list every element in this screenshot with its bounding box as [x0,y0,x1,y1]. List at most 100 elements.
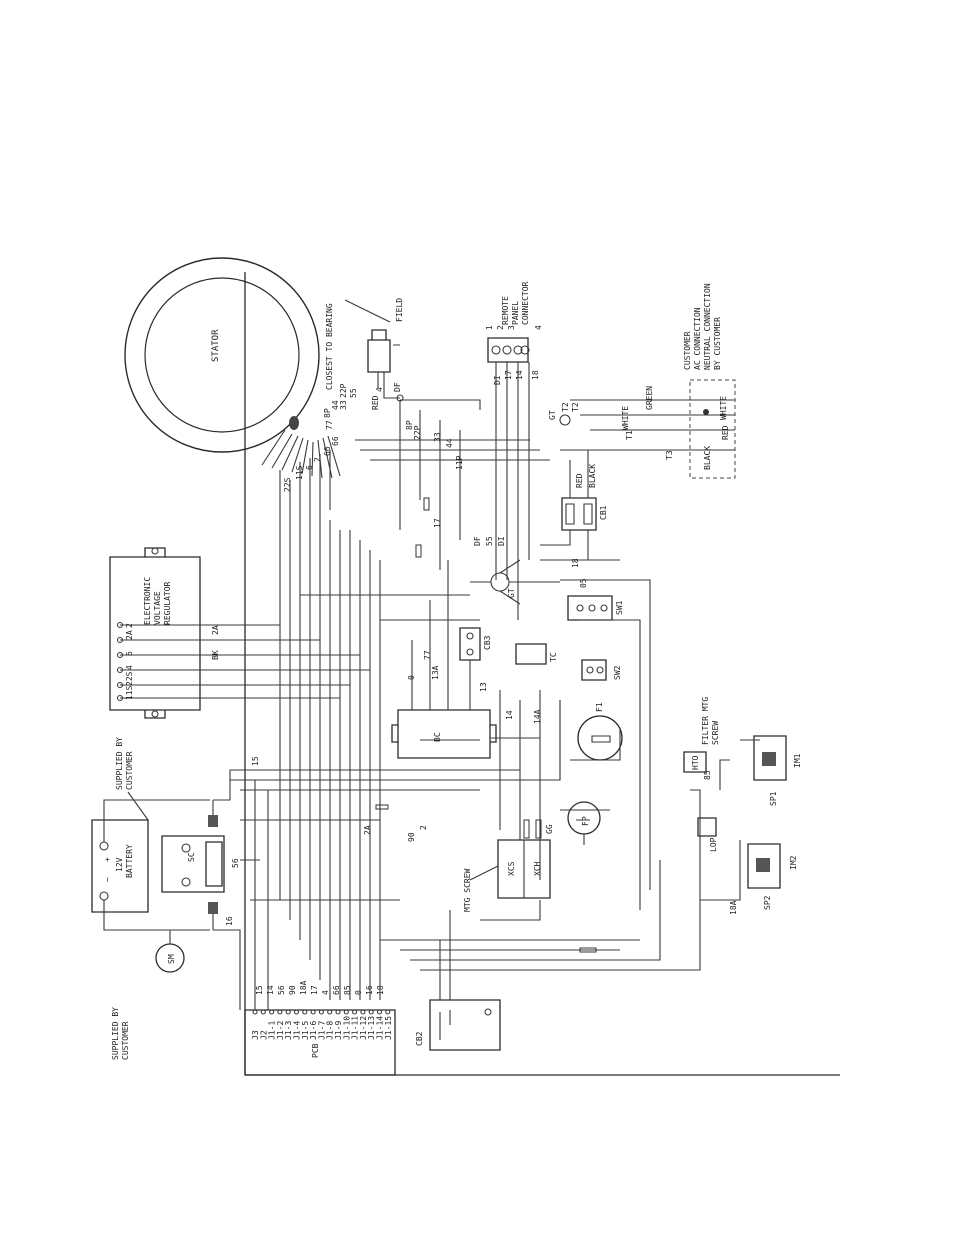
pcb-wire-label: 17 [310,985,319,995]
svg-text:−: − [103,877,112,882]
closest-to-bearing-label: CLOSEST TO BEARING [325,303,334,390]
sw1-label: SW1 [615,600,624,615]
filter-mtg-2: SCREW [711,721,720,745]
mtg-screw-label: MTG SCREW [463,868,472,912]
lead-label-6: 6 [305,465,314,470]
xcs-label: XCS [507,861,516,876]
lead-label-22p: 22P [339,383,348,398]
hto: HTO [683,751,707,773]
pcb-pin-dot [260,1009,266,1015]
lead-label-77: 77 [325,420,334,430]
pcb-pin-label: J1-6 [309,1021,318,1040]
pcb-pin-label: J3 [251,1030,260,1040]
xch-label: XCH [533,861,542,876]
im1-label: IM1 [793,753,802,768]
wire-0: 0 [407,675,416,680]
remote-panel-line2: PANEL [511,301,520,325]
wire-13a: 13A [431,665,440,680]
cb1: CB1 [540,450,608,560]
wire-22p: 22P [413,425,422,440]
lead-label-44: 44 [331,400,340,410]
remote-pin-1: 1 [485,325,494,330]
pcb-pin-label: J1-8 [326,1021,335,1040]
pcb-pin-dot [368,1009,374,1015]
inline-fuses [375,497,597,953]
tc: TC [515,643,558,665]
terminal-t1: T1 [625,430,634,440]
pcb-pin-dot [327,1009,333,1015]
pcb-pin-dot [343,1009,349,1015]
pcb-wire-label: 18A [299,980,308,995]
field-4-label: 4 [375,387,384,392]
wire-77: 77 [423,650,432,660]
remote-pin-3: 3 [507,325,516,330]
customer-ac-connection: CUSTOMER AC CONNECTION NEUTRAL CONNECTIO… [560,283,736,479]
pcb-pin-label: J1-4 [293,1021,302,1040]
pcb-pin-label: J1-3 [284,1021,293,1040]
pcb-pin-label: J1-1 [268,1021,277,1040]
remote-pin-2: 2 [496,325,505,330]
wire-17a: 17 [433,518,442,528]
pcb-pin-label: J1-9 [334,1021,343,1040]
svg-text:AC CONNECTION: AC CONNECTION [693,307,702,370]
sw2: SW2 [581,659,622,681]
svg-text:NEUTRAL CONNECTION: NEUTRAL CONNECTION [703,283,712,370]
supplied-by-top-2: CUSTOMER [125,751,134,790]
pcb-pin-label: J1-10 [342,1016,351,1040]
pcb-wire-label: 90 [288,985,297,995]
ac-red-label: RED [721,425,730,440]
fuel-pump: FP [567,801,601,845]
pcb-pin-label: J1-15 [384,1016,393,1040]
pcb-label: PCB [311,1043,320,1058]
gt-middle-label: GT [507,588,516,598]
lead-label-33: 33 [339,400,348,410]
xcs-xch: XCS XCH MTG SCREW [463,839,551,912]
svg-text:ELECTRONIC: ELECTRONIC [143,577,152,625]
starter-contactor: SC [161,800,225,930]
reg-pin-2a: 2A [125,630,134,640]
pcb-wire-label: 0 [354,990,363,995]
pcb-pin-dot [385,1009,391,1015]
supplied-by-bottom-1: SUPPLIED BY [111,1007,120,1060]
cb2-label: CB2 [415,1031,424,1046]
cb1-black-label: BLACK [588,464,597,488]
lead-label-55: 55 [349,388,358,398]
battery: − + 12V BATTERY [91,799,210,931]
pcb-pin-dot [277,1009,283,1015]
sp1-label: SP1 [769,791,778,806]
ac-white-label-b: WHITE [719,396,728,420]
sw1: SW1 [567,595,624,621]
pcb-pin-label: J1-12 [359,1016,368,1040]
svg-text:BATTERY: BATTERY [125,844,134,878]
supplied-by-bottom-2: CUSTOMER [121,1021,130,1060]
pcb-wire-label: 15 [255,985,264,995]
lead-label-11s: 11S [295,465,304,480]
remote-pin-4: 4 [534,325,543,330]
supplied-by-top-leader [127,791,149,821]
ac-white-label-a: WHITE [621,406,630,430]
lead-label-2: 2 [313,457,322,462]
fuel-solenoid-f1: F1 [577,702,623,761]
cb1-label: CB1 [599,505,608,520]
pcb-wire-label: 56 [277,985,286,995]
hto-label: HTO [691,755,700,770]
lead-label-66b: 66 [331,436,340,446]
sp2-label: SP2 [763,895,772,910]
lead-label-66a: 66 [323,446,332,456]
wire-05: 05 [579,578,588,588]
sm-label: SM [167,954,176,964]
terminal-t3: T3 [665,450,674,460]
cb1-red-label: RED [575,473,584,488]
pcb-wire-label: 85 [343,985,352,995]
pcb-pin-dot [376,1009,383,1015]
remote-panel-line1: REMOTE [501,296,510,325]
sc-label: SC [187,852,196,862]
pcb-pin-label: J1-5 [301,1021,310,1040]
pcb-pin-label: J1-13 [367,1016,376,1040]
pcb-pin-dot [360,1009,366,1015]
lop-label: LOP [709,837,718,852]
remote-wire-di: DI [493,375,502,385]
reg-wire-2a: 2A [211,625,220,635]
